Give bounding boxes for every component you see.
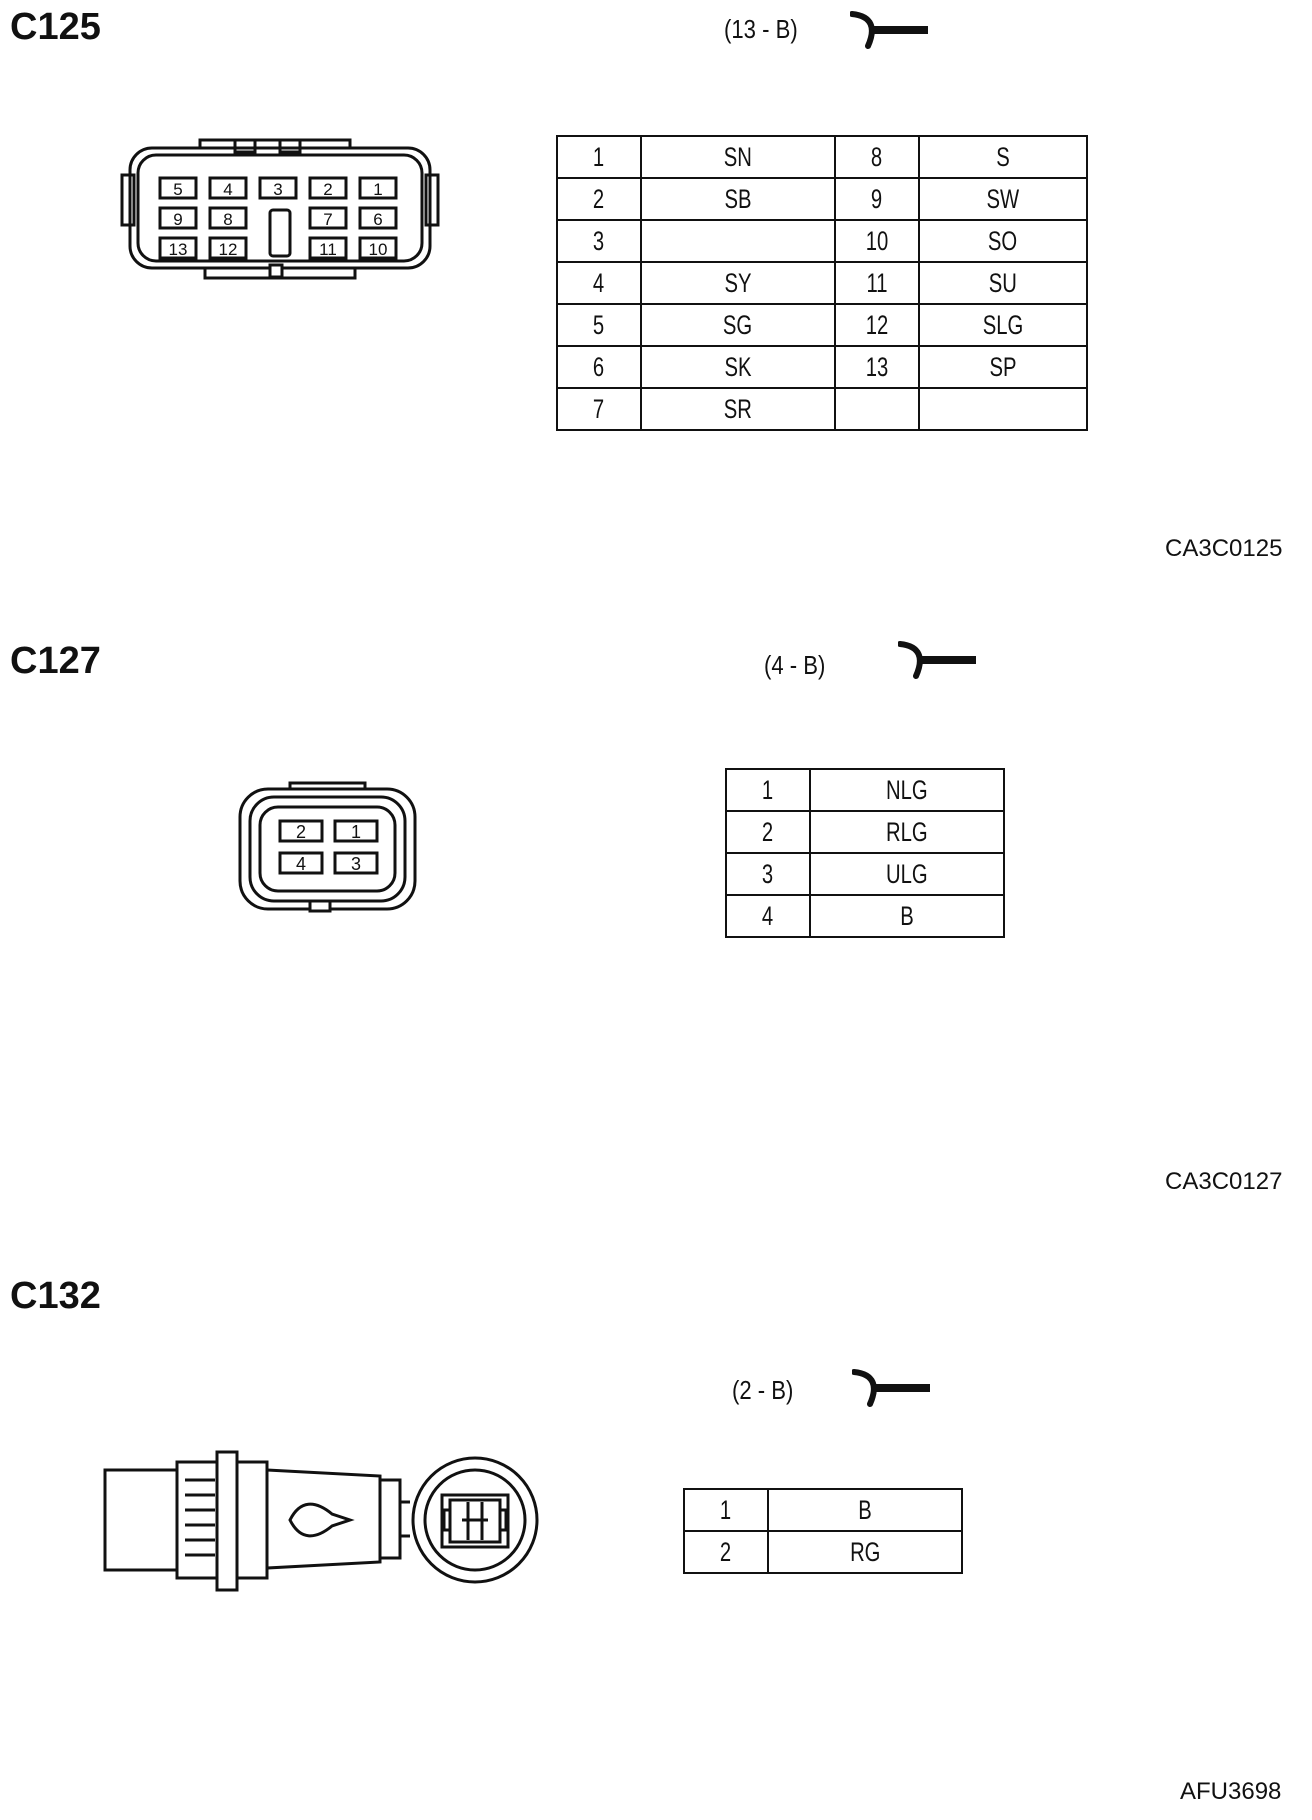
- pin-circuit: SB: [640, 177, 836, 221]
- pin-circuit: NLG: [809, 768, 1005, 812]
- connector-title: C125: [10, 6, 101, 48]
- pin-number-empty: [834, 387, 920, 431]
- harness-fork-icon: [898, 641, 976, 679]
- pin-circuit: RG: [767, 1530, 963, 1574]
- pin-circuit: B: [809, 894, 1005, 938]
- pin-face-label: 1: [373, 180, 382, 199]
- pin-face-label: 5: [173, 180, 182, 199]
- pin-face-label: 12: [219, 240, 238, 259]
- connector-title: C127: [10, 640, 101, 682]
- pin-circuit: S: [918, 135, 1088, 179]
- pin-circuit: SK: [640, 345, 836, 389]
- pin-number: 13: [834, 345, 920, 389]
- pin-circuit: SR: [640, 387, 836, 431]
- pin-number: 6: [556, 345, 642, 389]
- pin-circuit: ULG: [809, 852, 1005, 896]
- pin-number: 9: [834, 177, 920, 221]
- connector-spec: (4 - B): [764, 650, 826, 680]
- figure-code: CA3C0125: [1165, 535, 1283, 562]
- connector-spec: (13 - B): [724, 14, 798, 44]
- pin-face-label: 3: [351, 854, 361, 874]
- pin-face-label: 4: [296, 854, 306, 874]
- pin-circuit: SG: [640, 303, 836, 347]
- pin-number: 3: [556, 219, 642, 263]
- pin-face-label: 3: [273, 180, 282, 199]
- pin-number: 12: [834, 303, 920, 347]
- pin-number: 7: [556, 387, 642, 431]
- pin-face-label: 13: [169, 240, 188, 259]
- pin-number: 2: [725, 810, 811, 854]
- pin-circuit: SY: [640, 261, 836, 305]
- pin-face-label: 7: [323, 210, 332, 229]
- pin-face-label: 10: [369, 240, 388, 259]
- pin-number: 11: [834, 261, 920, 305]
- connector-title: C132: [10, 1275, 101, 1317]
- harness-fork-icon: [850, 11, 928, 49]
- pin-circuit: SLG: [918, 303, 1088, 347]
- connector-face-c127: 2 1 4 3: [238, 781, 417, 913]
- pin-circuit: [640, 219, 836, 263]
- pin-number: 1: [556, 135, 642, 179]
- pin-face-label: 1: [351, 822, 361, 842]
- pin-face-label: 11: [319, 240, 337, 259]
- pin-number: 4: [556, 261, 642, 305]
- pin-circuit: SO: [918, 219, 1088, 263]
- pin-number: 1: [725, 768, 811, 812]
- pin-circuit: SW: [918, 177, 1088, 221]
- pin-circuit: RLG: [809, 810, 1005, 854]
- pin-circuit: SN: [640, 135, 836, 179]
- pin-circuit: B: [767, 1488, 963, 1532]
- pin-number: 10: [834, 219, 920, 263]
- pin-face-label: 9: [173, 210, 182, 229]
- connector-side-view-c132: [103, 1450, 539, 1592]
- pin-face-label: 2: [296, 822, 306, 842]
- figure-code: CA3C0127: [1165, 1168, 1283, 1195]
- pin-circuit: SU: [918, 261, 1088, 305]
- pin-table-c127: 1 NLG 2 RLG 3 ULG 4 B: [725, 768, 1005, 938]
- harness-fork-icon: [852, 1369, 930, 1407]
- pin-number: 8: [834, 135, 920, 179]
- pin-face-label: 8: [223, 210, 232, 229]
- pin-number: 1: [683, 1488, 769, 1532]
- pin-number: 2: [556, 177, 642, 221]
- pin-number: 3: [725, 852, 811, 896]
- pin-circuit: SP: [918, 345, 1088, 389]
- pin-face-label: 4: [223, 180, 232, 199]
- figure-code: AFU3698: [1180, 1778, 1282, 1805]
- pin-table-c132: 1 B 2 RG: [683, 1488, 963, 1574]
- pin-circuit-empty: [918, 387, 1088, 431]
- pin-face-label: 2: [323, 180, 332, 199]
- pin-number: 2: [683, 1530, 769, 1574]
- pin-face-label: 6: [373, 210, 382, 229]
- connector-spec: (2 - B): [732, 1375, 794, 1405]
- pin-number: 5: [556, 303, 642, 347]
- pin-number: 4: [725, 894, 811, 938]
- pin-table-c125: 1 SN 8 S 2 SB 9 SW 3 10 SO 4 SY 11 SU 5 …: [556, 135, 1088, 431]
- connector-face-c125: 5 4 3 2 1 9 8 7 6 13 12 11 10: [120, 138, 440, 280]
